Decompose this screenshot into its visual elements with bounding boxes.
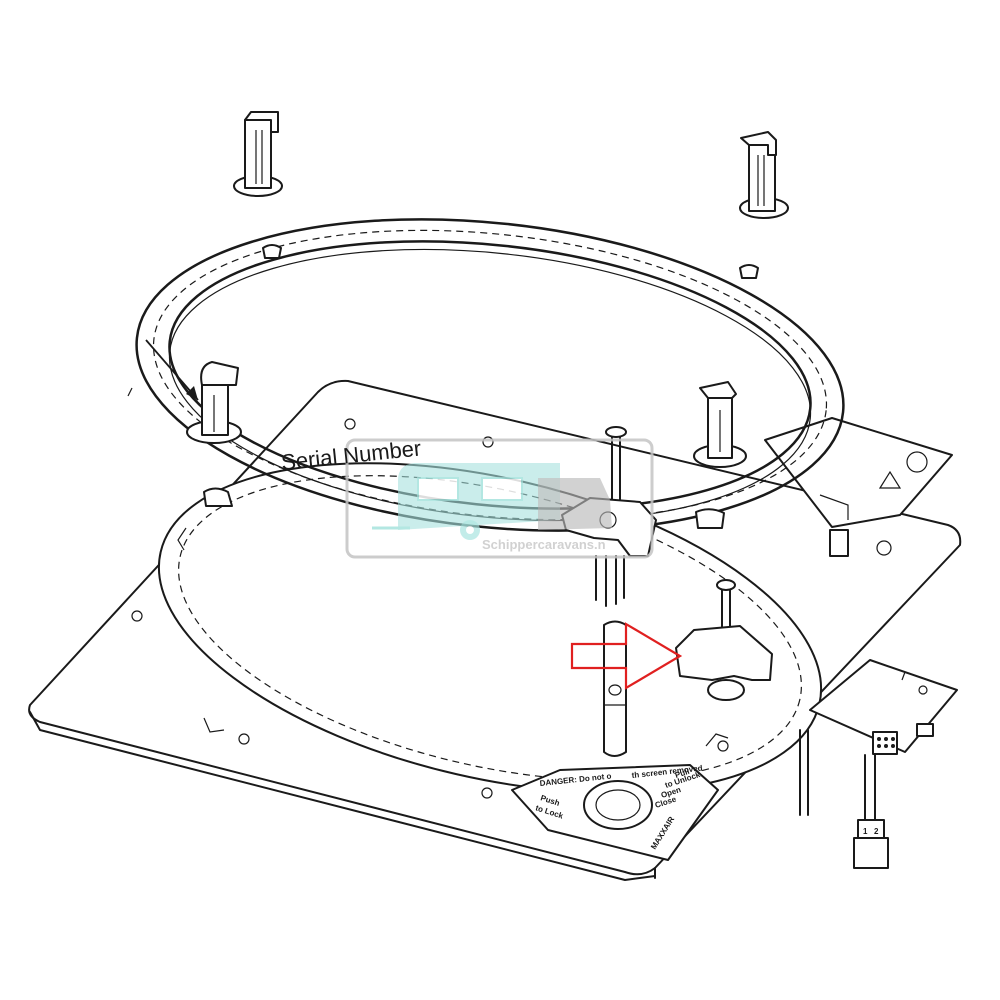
board-tick (901, 671, 906, 681)
pin-1-label: 1 (863, 827, 868, 836)
watermark-text: Schippercaravans.n (482, 537, 606, 552)
watermark: Schippercaravans.n (345, 438, 654, 559)
pin-2-label: 2 (874, 827, 879, 836)
ring-tick-left (127, 387, 133, 397)
latch-post-top-left (233, 111, 283, 197)
circuit-board: 1 2 (799, 659, 958, 869)
latch-post-top-right (739, 131, 789, 219)
callout-arrow (145, 339, 199, 401)
callout-arrow-head (186, 386, 198, 400)
red-callout-arrow (570, 622, 683, 690)
crank-handle-lower (675, 579, 773, 701)
base-plate (28, 379, 962, 881)
decal-pull: Pull (674, 767, 691, 780)
latch-post-right (693, 381, 747, 468)
wire-connector (857, 819, 885, 839)
latch-post-left (186, 361, 242, 444)
instruction-decal: Push to Lock Pull to Unlock Open Close D… (511, 764, 719, 861)
garnish-ring (135, 218, 845, 532)
drive-shaft (603, 620, 627, 757)
